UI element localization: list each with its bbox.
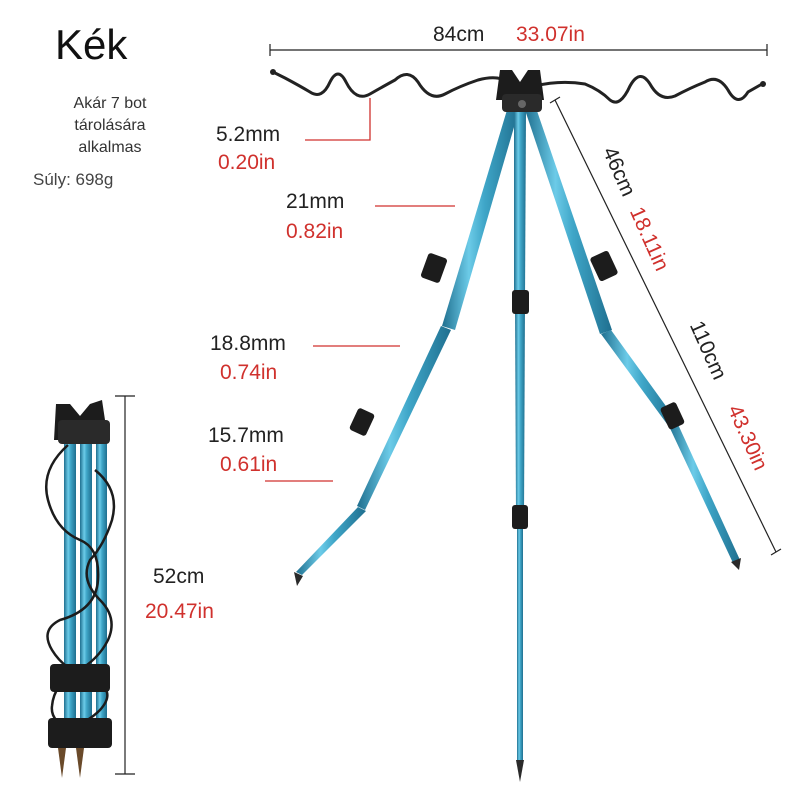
tripod-head: [496, 70, 544, 112]
width-in: 33.07in: [516, 23, 585, 46]
spike-foot: [516, 760, 524, 782]
folded-cm: 52cm: [153, 565, 205, 588]
spike-feet: [294, 558, 741, 782]
spike-foot: [294, 572, 303, 586]
folded-in: 20.47in: [145, 600, 214, 623]
capacity-line-1: Akár 7 bot: [73, 95, 147, 112]
rod-rest-wire: [271, 70, 764, 104]
capacity-line-2: tárolására: [74, 117, 146, 134]
folded-tripod: [44, 400, 116, 778]
leader-lines: [265, 98, 455, 482]
spike-foot: [731, 558, 741, 570]
leg-length-line: [554, 99, 777, 553]
tripod-legs: [296, 108, 740, 760]
leg-clamp: [421, 253, 447, 283]
wire-in: 0.20in: [218, 151, 276, 174]
leg-clamp: [660, 402, 685, 430]
color-name: Kék: [55, 21, 128, 68]
capacity-line-3: alkalmas: [78, 139, 142, 156]
tube1-in: 0.82in: [286, 220, 344, 243]
leg-clamps: [349, 250, 685, 529]
leg-clamp: [512, 290, 529, 314]
dimension-lines: [115, 44, 782, 775]
tube2-in: 0.74in: [220, 361, 278, 384]
leg-clamp: [512, 505, 528, 529]
weight-label: Súly: 698g: [33, 170, 114, 189]
wire-mm: 5.2mm: [216, 123, 281, 146]
leg-clamp: [590, 250, 618, 282]
tube1-mm: 21mm: [286, 190, 345, 213]
tube3-in: 0.61in: [220, 453, 278, 476]
tube3-mm: 15.7mm: [208, 424, 284, 447]
leg-clamp: [349, 408, 375, 436]
tube2-mm: 18.8mm: [210, 332, 286, 355]
width-cm: 84cm: [433, 23, 485, 46]
